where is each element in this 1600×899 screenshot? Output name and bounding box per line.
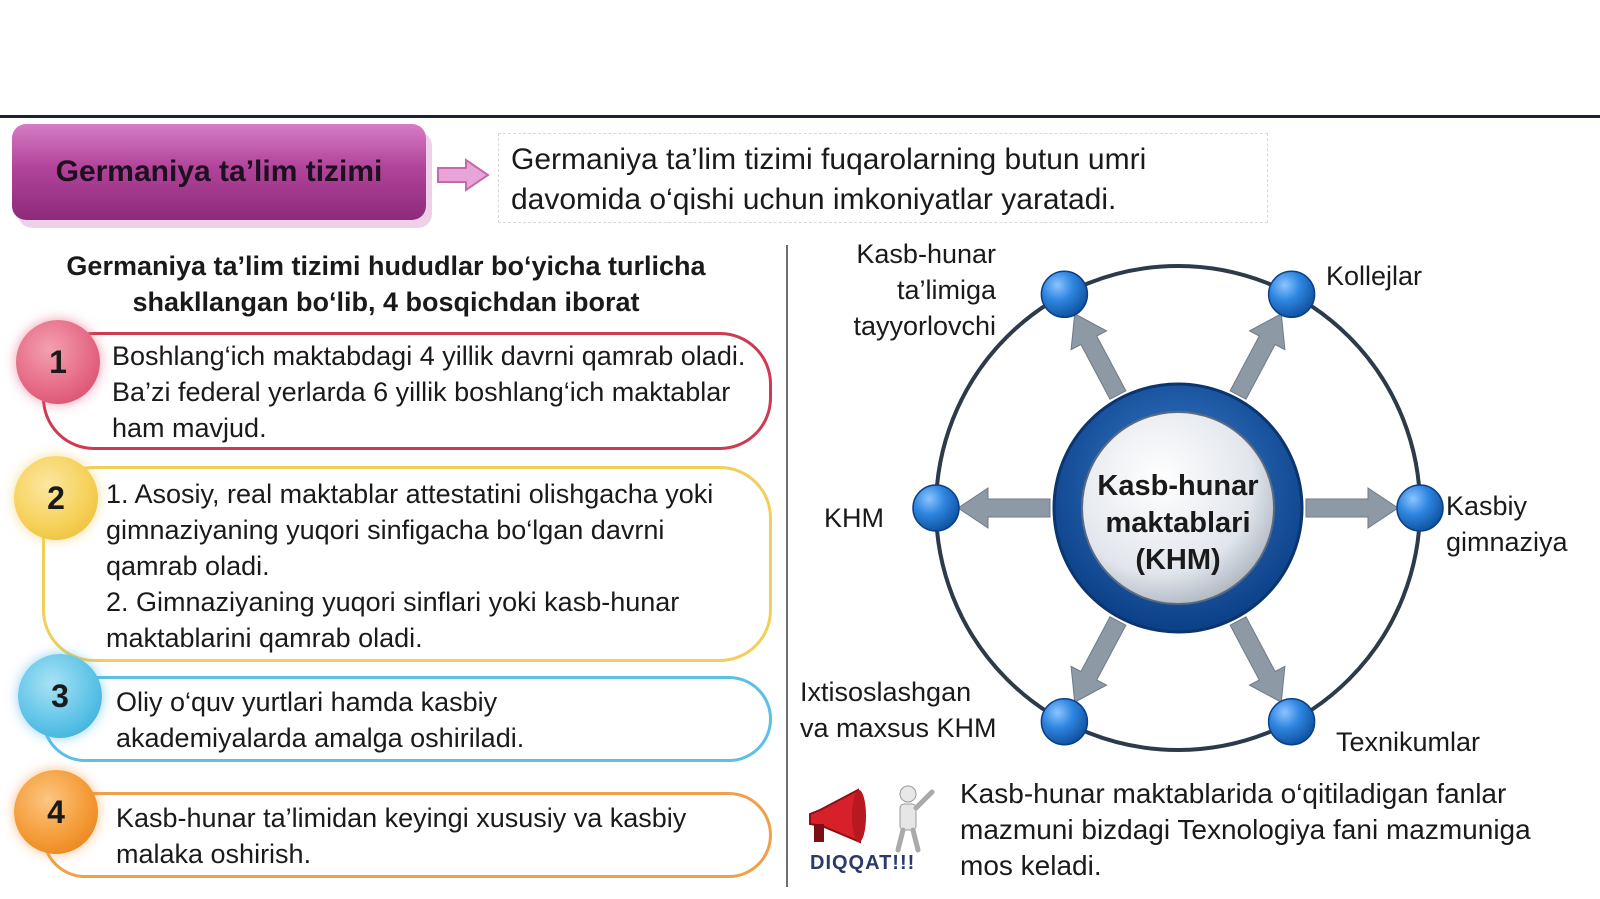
node-group: [912, 270, 1444, 746]
right-arrow-icon: [437, 158, 490, 192]
node-label-tayyorlovchi: Kasb-hunar ta’limiga tayyorlovchi: [853, 239, 996, 341]
center-label: Kasb-hunar maktablari (KHM): [1097, 470, 1259, 576]
stage-1-number: 1: [49, 343, 67, 380]
node-label-khm: KHM: [824, 503, 884, 533]
intro-text: Germaniya ta’lim tizimi fuqarolarning bu…: [498, 133, 1268, 223]
stage-2-number: 2: [47, 479, 65, 516]
arrow-kasbiy-gimnaziya: [1305, 487, 1399, 529]
node-ixtisoslashgan: [1040, 697, 1089, 746]
arrow-kollejlar: [1229, 313, 1286, 400]
arrow-group: [957, 313, 1399, 703]
stage-1-box: [42, 332, 772, 450]
stage-1-badge: 1: [16, 320, 100, 404]
stages-heading: Germaniya ta’lim tizimi hududlar bo‘yich…: [66, 251, 706, 317]
node-label-texnikumlar: Texnikumlar: [1336, 727, 1481, 757]
khm-diagram: [912, 264, 1444, 752]
stage-2-box: [42, 466, 772, 662]
stage-4-number: 4: [47, 793, 65, 830]
column-divider: [786, 245, 788, 887]
megaphone-icon: [809, 785, 935, 853]
stage-3-number: 3: [51, 677, 69, 714]
arrow-tayyorlovchi: [1070, 313, 1127, 400]
node-tayyorlovchi: [1040, 270, 1089, 319]
attention-label: DIQQAT!!!: [810, 852, 916, 874]
arrow-ixtisoslashgan: [1070, 616, 1127, 703]
node-label-kollejlar: Kollejlar: [1326, 261, 1423, 291]
node-kollejlar: [1267, 270, 1316, 319]
center-node: [1052, 382, 1304, 634]
node-label-kasbiy-gimnaziya: Kasbiy gimnaziya: [1446, 491, 1568, 557]
page-title: Germaniya ta’lim tizimi: [55, 155, 383, 188]
title-banner: Germaniya ta’lim tizimi: [12, 124, 426, 220]
stage-3-badge: 3: [18, 654, 102, 738]
stage-4-badge: 4: [14, 770, 98, 854]
stage-3-box: [42, 676, 772, 762]
arrow-texnikumlar: [1229, 616, 1286, 703]
stage-3-text: Oliy o‘quv yurtlari hamda kasbiy akademi…: [116, 687, 525, 753]
stage-4-text: Kasb-hunar ta’limidan keyingi xususiy va…: [116, 803, 687, 869]
stage-2-badge: 2: [14, 456, 98, 540]
node-khm: [912, 484, 960, 532]
node-texnikumlar: [1267, 697, 1316, 746]
stage-1-text: Boshlang‘ich maktabdagi 4 yillik davrni …: [112, 341, 746, 443]
node-kasbiy-gimnaziya: [1396, 484, 1444, 532]
header-rule: [0, 115, 1600, 118]
stage-2-text: 1. Asosiy, real maktablar attestatini ol…: [106, 479, 714, 653]
note-text: Kasb-hunar maktablarida o‘qitiladigan fa…: [960, 778, 1531, 881]
arrow-khm: [957, 487, 1051, 529]
node-label-ixtisoslashgan: Ixtisoslashgan va maxsus KHM: [800, 677, 997, 743]
stage-4-box: [42, 792, 772, 878]
